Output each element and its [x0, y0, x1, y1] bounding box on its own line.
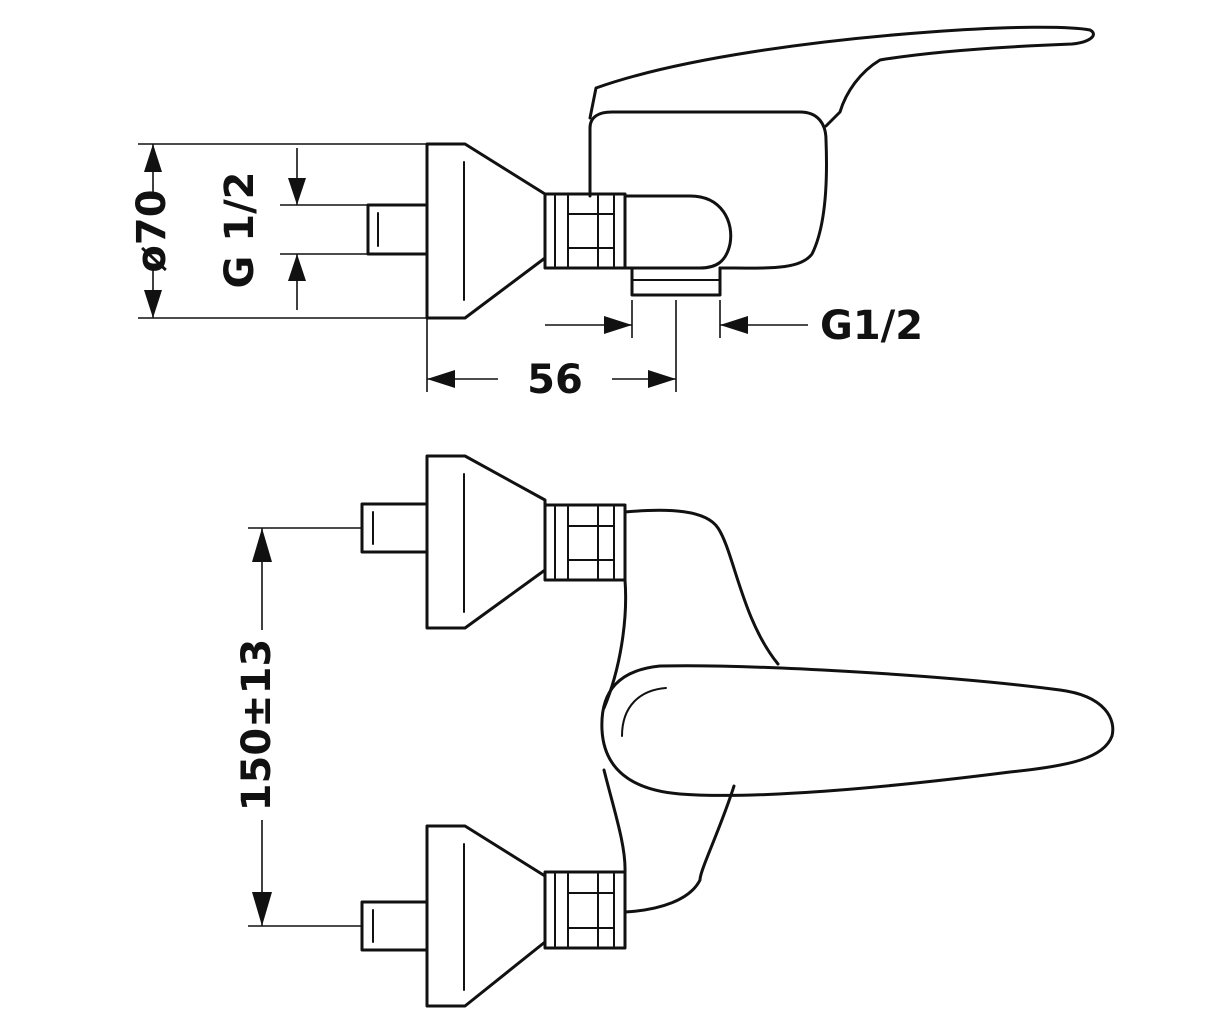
dimension-inlet-thread: G 1/2 [217, 148, 368, 310]
side-outlet-stub [630, 266, 722, 297]
center-distance-label: 150±13 [234, 639, 280, 812]
front-body [602, 508, 780, 914]
side-inlet-stub [366, 203, 429, 256]
dimension-depth: 56 [426, 300, 677, 403]
front-lower-hex-nut [543, 870, 627, 950]
side-hex-nut [543, 192, 627, 270]
front-upper-inlet-stub [360, 502, 429, 554]
inlet-thread-label: G 1/2 [217, 171, 263, 288]
side-connector [623, 194, 733, 270]
front-upper-rosette [425, 454, 547, 630]
side-body [588, 110, 828, 270]
dimension-center-distance: 150±13 [234, 527, 362, 927]
front-lower-inlet-stub [360, 900, 429, 952]
side-rosette [425, 142, 547, 320]
front-upper-hex-nut [543, 503, 627, 582]
dimension-outer-diameter: ø70 [129, 143, 427, 319]
outlet-thread-label: G1/2 [820, 303, 923, 349]
side-lever [588, 25, 1095, 128]
outer-diameter-label: ø70 [129, 189, 175, 272]
front-lower-rosette [425, 824, 547, 1008]
front-view [360, 454, 1115, 1008]
dimension-outlet-thread: G1/2 [545, 300, 923, 349]
depth-label: 56 [527, 357, 583, 403]
side-view [366, 25, 1095, 320]
front-lever [600, 664, 1115, 797]
